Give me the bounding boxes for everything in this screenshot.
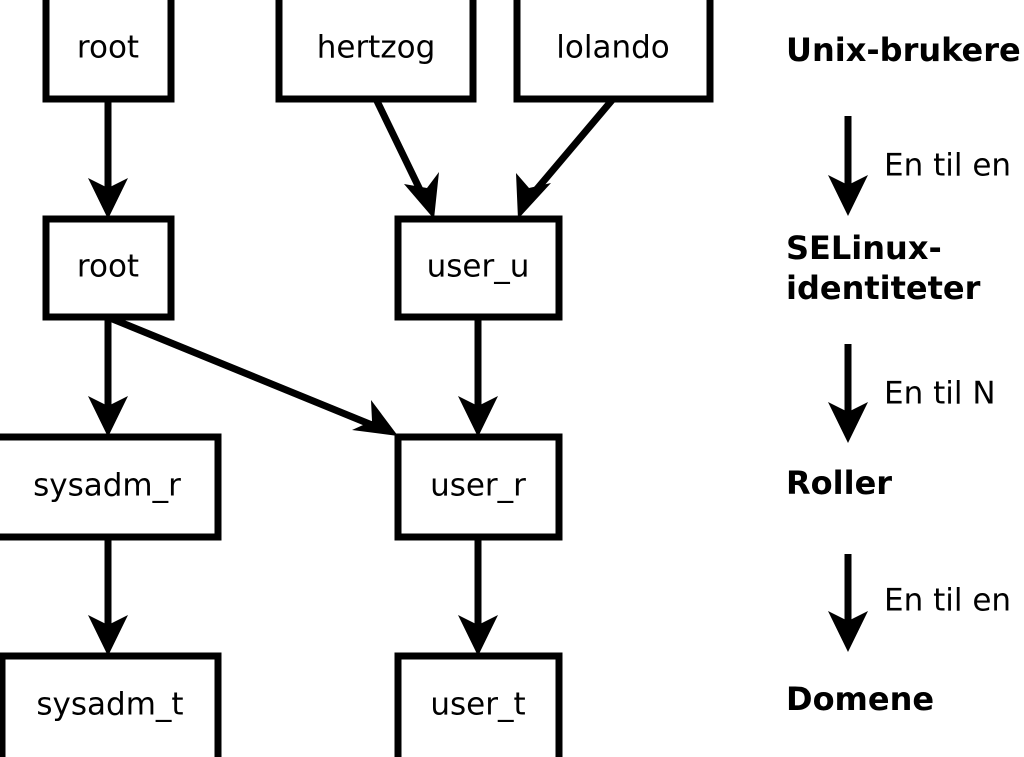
node-group: root hertzog lolando root user_u sysadm_ <box>0 0 714 757</box>
node-label: sysadm_r <box>33 468 181 504</box>
legend-arrow-one-to-n: En til N <box>828 344 996 443</box>
node-domain-sysadm-t[interactable]: sysadm_t <box>0 652 222 757</box>
legend-label-selinux-identiteter-line2: identiteter <box>786 269 981 307</box>
node-selinux-user-u[interactable]: user_u <box>394 215 563 321</box>
legend-label-roller: Roller <box>786 464 892 502</box>
node-label: root <box>77 249 139 285</box>
node-unix-lolando[interactable]: lolando <box>513 0 714 103</box>
node-unix-root[interactable]: root <box>42 0 175 103</box>
node-box[interactable] <box>42 0 175 103</box>
node-selinux-root[interactable]: root <box>42 215 175 321</box>
legend-edge-label: En til en <box>884 583 1011 619</box>
arrow-head-icon <box>516 173 551 219</box>
arrow-head-icon <box>828 402 868 443</box>
node-label: hertzog <box>317 30 436 66</box>
legend-arrow-one-to-one-2: En til en <box>828 554 1011 652</box>
arrow-head-icon <box>828 611 868 652</box>
node-label: sysadm_t <box>36 687 183 723</box>
edge-sysadm-r-to-sysadm-t <box>88 537 128 656</box>
edge-line <box>528 96 616 199</box>
node-box[interactable] <box>394 215 563 321</box>
arrow-head-icon <box>88 396 128 437</box>
node-box[interactable] <box>394 433 563 541</box>
legend-column: Unix-brukere En til en SELinux- identite… <box>786 31 1021 718</box>
edge-hertzog-to-user-u <box>372 97 439 219</box>
edge-user-u-to-user-r <box>458 317 498 437</box>
edge-user-r-to-user-t <box>458 537 498 656</box>
node-role-sysadm-r[interactable]: sysadm_r <box>0 433 222 541</box>
arrow-head-icon <box>828 175 868 216</box>
edge-selinux-root-to-user-r <box>108 314 398 436</box>
edge-selinux-root-to-sysadm-r <box>88 317 128 437</box>
node-box[interactable] <box>0 652 222 757</box>
node-label: user_t <box>430 687 525 723</box>
edge-unix-root-to-selinux-root <box>88 99 128 219</box>
legend-label-domene: Domene <box>786 680 934 718</box>
legend-label-unix-brukere: Unix-brukere <box>786 31 1021 69</box>
edge-lolando-to-user-u <box>516 96 616 219</box>
node-label: user_u <box>427 249 530 285</box>
legend-label-selinux-identiteter-line1: SELinux- <box>786 229 942 267</box>
node-domain-user-t[interactable]: user_t <box>394 652 563 757</box>
edge-line <box>372 97 427 198</box>
edge-line <box>108 314 374 429</box>
legend-arrow-one-to-one-1: En til en <box>828 116 1011 216</box>
node-box[interactable] <box>513 0 714 103</box>
node-unix-hertzog[interactable]: hertzog <box>275 0 477 103</box>
arrow-head-icon <box>88 615 128 656</box>
node-box[interactable] <box>394 652 563 757</box>
edge-group <box>88 96 616 656</box>
arrow-head-icon <box>404 172 439 219</box>
node-box[interactable] <box>275 0 477 103</box>
arrow-head-icon <box>352 400 398 436</box>
node-box[interactable] <box>42 215 175 321</box>
legend-edge-label: En til en <box>884 148 1011 184</box>
legend-edge-label: En til N <box>884 376 996 412</box>
node-role-user-r[interactable]: user_r <box>394 433 563 541</box>
node-label: lolando <box>556 30 669 66</box>
arrow-head-icon <box>458 396 498 437</box>
node-label: root <box>77 30 139 66</box>
node-box[interactable] <box>0 433 222 541</box>
node-label: user_r <box>430 468 526 504</box>
arrow-head-icon <box>458 615 498 656</box>
arrow-head-icon <box>88 178 128 219</box>
